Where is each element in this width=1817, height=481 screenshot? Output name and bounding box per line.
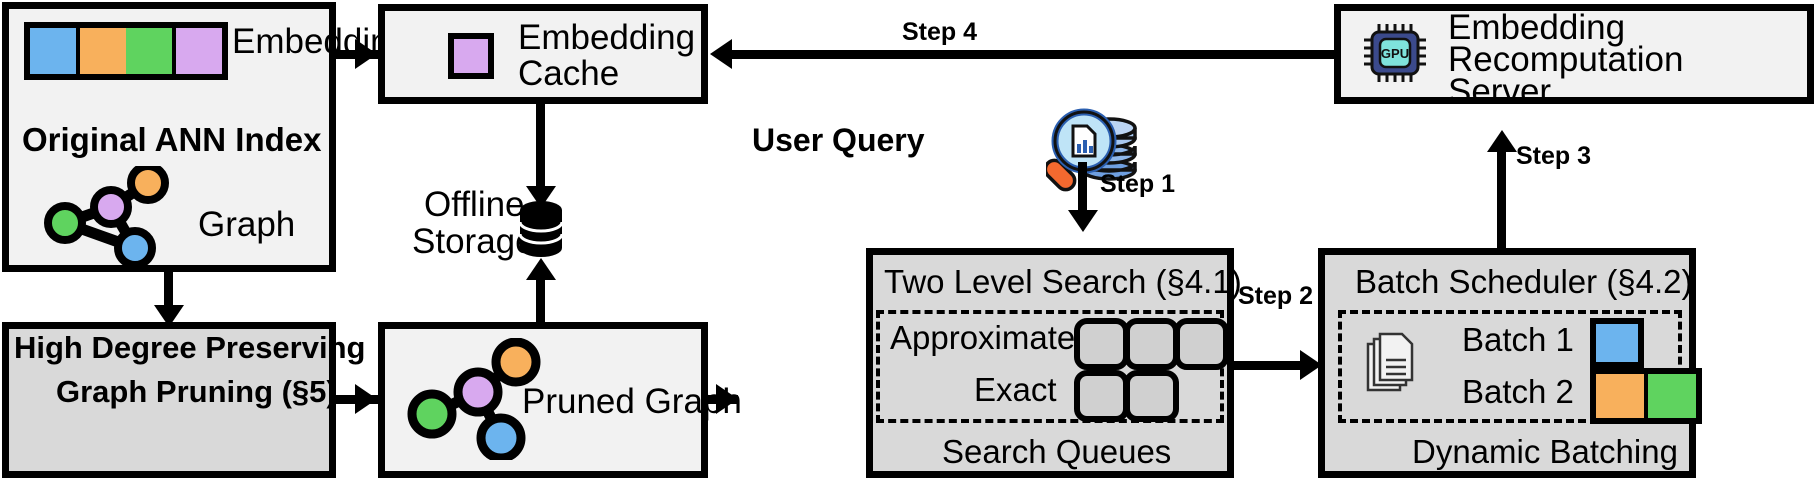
arrow-pruned-to-storage-head xyxy=(526,258,556,280)
arrow-step3-shaft xyxy=(1497,140,1506,248)
recomputation-server-line3: Server xyxy=(1448,72,1552,111)
approximate-queue-slot[interactable] xyxy=(1124,318,1179,370)
dynamic-batching-dashed-region xyxy=(1338,310,1682,423)
user-query-label: User Query xyxy=(752,122,925,158)
graph-pruning-title-line2: Graph Pruning (§5) xyxy=(56,374,337,409)
exact-queue-slot[interactable] xyxy=(1074,370,1129,422)
offline-storage-label-line1: Offline xyxy=(424,185,525,224)
embedding-chip-blue xyxy=(30,28,80,74)
arrow-step2-head xyxy=(1300,350,1322,380)
exact-queue-slot[interactable] xyxy=(1124,370,1179,422)
approximate-queue-row xyxy=(1074,318,1229,370)
embedding-chip-orange xyxy=(80,28,126,74)
arrow-pruned-to-search-head xyxy=(716,384,738,414)
graph-pruning-title-line1: High Degree Preserving xyxy=(14,330,366,365)
graph-pruning-box xyxy=(2,322,336,478)
embedding-chip-purple xyxy=(172,28,222,74)
arrow-pruned-to-storage-shaft xyxy=(536,268,545,323)
arrow-index-to-pruning-head xyxy=(154,305,184,327)
recomputation-server-line1: Embedding xyxy=(1448,8,1626,47)
embedding-cache-title-line2: Cache xyxy=(518,54,620,93)
embedding-chip-green xyxy=(126,28,172,74)
recomputation-server-line2: Recomputation xyxy=(1448,40,1684,79)
original-ann-index-title: Original ANN Index xyxy=(22,121,322,158)
embedding-cache-title-line1: Embedding xyxy=(518,18,696,57)
documents-stack-icon xyxy=(1366,332,1414,392)
exact-queue-row xyxy=(1074,370,1179,422)
offline-storage-label-line2: Storage xyxy=(412,222,535,261)
gpu-chip-icon: GPU xyxy=(1364,24,1426,82)
embedding-chip-strip xyxy=(24,22,228,80)
arrow-cache-to-storage-shaft xyxy=(536,104,545,190)
batch1-label: Batch 1 xyxy=(1462,321,1574,358)
step1-label: Step 1 xyxy=(1100,170,1176,198)
search-queues-caption: Search Queues xyxy=(942,433,1172,470)
original-graph-glyph xyxy=(44,166,169,268)
arrow-step1-head xyxy=(1068,210,1098,232)
dynamic-batching-caption: Dynamic Batching xyxy=(1412,433,1678,470)
step4-label: Step 4 xyxy=(902,18,978,46)
batch2-chip-green xyxy=(1648,374,1696,418)
graph-label: Graph xyxy=(198,205,296,244)
embedding-cache-purple-square-icon xyxy=(448,33,494,79)
approximate-queue-slot[interactable] xyxy=(1174,318,1229,370)
batch-scheduler-title: Batch Scheduler (§4.2) xyxy=(1355,263,1693,300)
approximate-queue-slot[interactable] xyxy=(1074,318,1129,370)
gpu-icon-text: GPU xyxy=(1381,46,1409,61)
arrow-index-to-cache-head xyxy=(355,39,377,69)
arrow-pruning-to-pruned-head xyxy=(355,384,377,414)
arrow-index-to-pruning-shaft xyxy=(164,272,173,308)
arrow-step2-shaft xyxy=(1234,361,1314,370)
arrow-step4-head xyxy=(710,39,732,69)
batch2-chip-strip xyxy=(1590,368,1702,424)
batch2-chip-orange xyxy=(1596,374,1648,418)
batch1-chip-blue xyxy=(1590,318,1644,368)
approximate-label: Approximate xyxy=(890,319,1076,356)
arrow-step4-shaft xyxy=(718,50,1336,59)
exact-label: Exact xyxy=(974,371,1057,408)
arrow-step1-shaft xyxy=(1078,162,1087,214)
arrow-step3-head xyxy=(1487,130,1517,152)
step3-label: Step 3 xyxy=(1516,142,1592,170)
two-level-search-title: Two Level Search (§4.1) xyxy=(884,263,1242,300)
pruned-graph-glyph xyxy=(407,338,541,460)
embedding-cache-box xyxy=(378,4,708,104)
database-icon xyxy=(518,201,564,257)
batch2-label: Batch 2 xyxy=(1462,373,1574,410)
step2-label: Step 2 xyxy=(1238,282,1314,310)
